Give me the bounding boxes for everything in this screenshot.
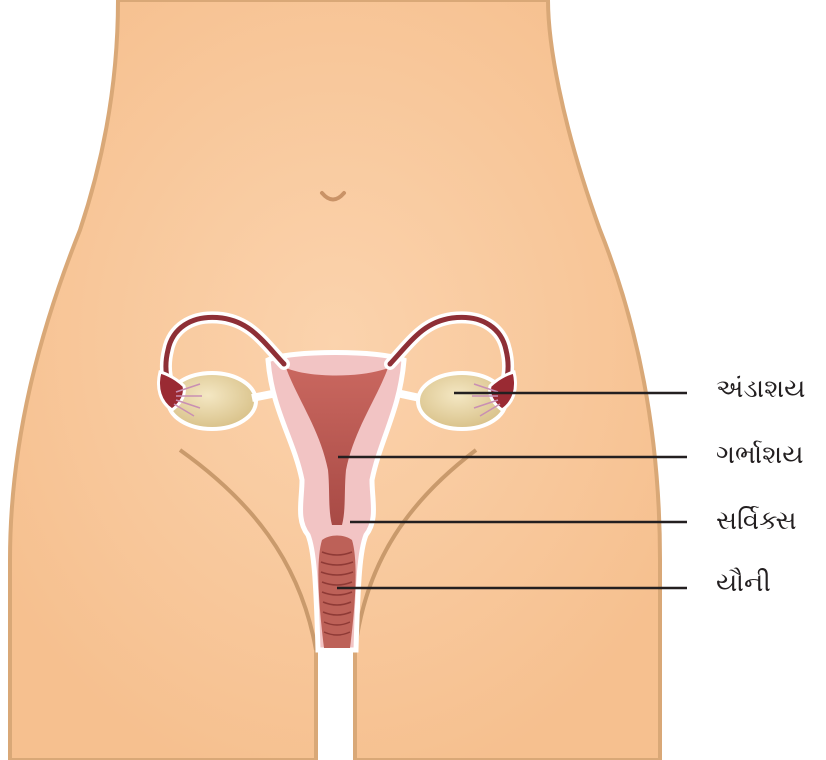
label-ovary: અંડાશય bbox=[716, 374, 805, 404]
label-uterus: ગર્ભાશય bbox=[716, 440, 804, 470]
label-cervix: સર્વિક્સ bbox=[716, 506, 797, 536]
label-vagina: યૌની bbox=[716, 568, 771, 598]
